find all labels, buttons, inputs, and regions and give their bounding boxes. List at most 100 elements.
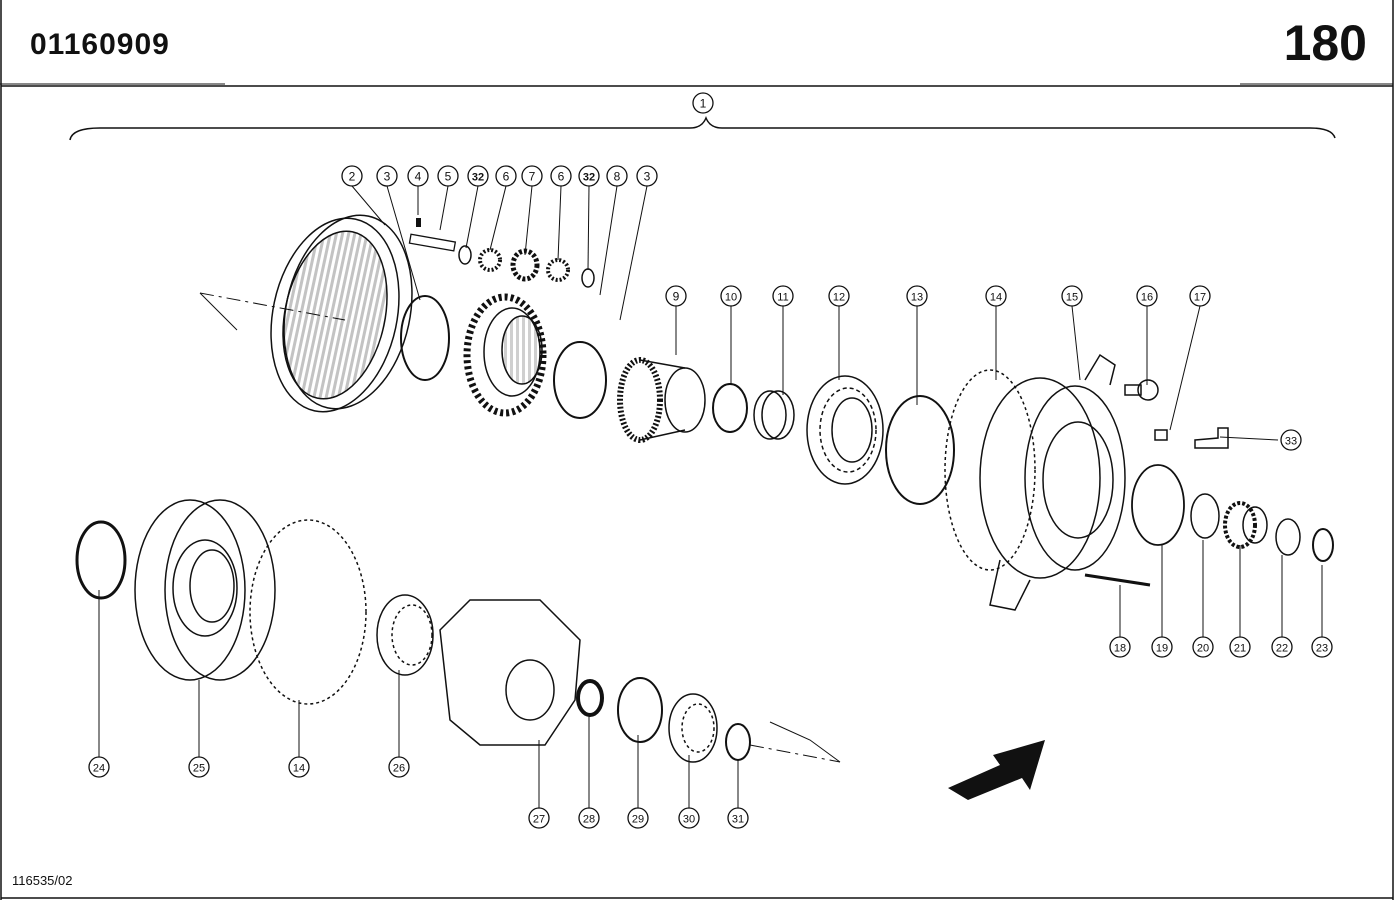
elbow-fitting (1194, 427, 1229, 449)
snap-ring (400, 295, 450, 381)
spacer-ring (576, 679, 604, 717)
callout-circle (1229, 636, 1251, 658)
ball-bearing (806, 375, 884, 485)
callout-number: 5 (445, 170, 452, 184)
callout-circle (1061, 285, 1083, 307)
callout-circle (985, 285, 1007, 307)
callout-number: 6 (503, 170, 510, 184)
hub-cover (134, 499, 276, 681)
oil-seal (75, 520, 127, 600)
callout-circle (521, 165, 543, 187)
callout-number: 14 (293, 763, 305, 775)
callout-circle (288, 756, 310, 778)
callout-number: 25 (193, 763, 205, 775)
callout-number: 18 (1114, 643, 1126, 655)
callout-11: 11 (772, 285, 794, 307)
needle-bearing-2 (546, 258, 570, 282)
callout-circle (578, 807, 600, 829)
callout-number: 29 (632, 814, 644, 826)
callout-6: 6 (495, 165, 517, 187)
callout-circle (1271, 636, 1293, 658)
callout-circle (665, 285, 687, 307)
callout-number: 9 (673, 290, 680, 304)
callout-30: 30 (678, 807, 700, 829)
callout-16: 16 (1136, 285, 1158, 307)
callout-circle (341, 165, 363, 187)
grub-screw (1154, 429, 1168, 441)
o-ring (712, 383, 748, 433)
end-circlip (725, 723, 751, 761)
sun-gear (463, 293, 547, 417)
callout-21: 21 (1229, 636, 1251, 658)
callout-circle (495, 165, 517, 187)
callout-number: 28 (583, 814, 595, 826)
callout-8: 8 (606, 165, 628, 187)
document-number: 01160909 (30, 28, 170, 61)
callout-circle (627, 807, 649, 829)
callout-circle (550, 165, 572, 187)
callout-number: 19 (1156, 643, 1168, 655)
callout-circle (578, 165, 600, 187)
callout-circle (772, 285, 794, 307)
callout-number: 6 (558, 170, 565, 184)
callout-number: 4 (415, 170, 422, 184)
callout-number: 13 (911, 292, 923, 304)
callout-number: 10 (725, 292, 737, 304)
callout-29: 29 (627, 807, 649, 829)
pin (408, 233, 457, 252)
callout-27: 27 (528, 807, 550, 829)
callout-13: 13 (906, 285, 928, 307)
callout-number: 17 (1194, 292, 1206, 304)
callout-31: 31 (727, 807, 749, 829)
callout-19: 19 (1151, 636, 1173, 658)
callout-number: 11 (777, 292, 788, 304)
callout-number: 32 (583, 172, 595, 184)
callout-number: 31 (732, 814, 744, 826)
bolt (1084, 573, 1151, 587)
callout-circle (678, 807, 700, 829)
callout-5: 5 (437, 165, 459, 187)
output-bearing (668, 693, 718, 763)
housing-gasket (944, 369, 1036, 571)
callout-23: 23 (1311, 636, 1333, 658)
planet-gear (510, 248, 540, 282)
callout-circle (1151, 636, 1173, 658)
callout-18: 18 (1109, 636, 1131, 658)
ring-gear (270, 214, 413, 413)
callout-number: 30 (683, 814, 695, 826)
callout-number: 26 (393, 763, 405, 775)
assembly-brace (69, 115, 1336, 141)
reference-code: 116535/02 (12, 873, 73, 888)
callout-26: 26 (388, 756, 410, 778)
callout-circle (188, 756, 210, 778)
callout-circle (88, 756, 110, 778)
callout-number: 33 (1285, 436, 1297, 448)
callout-number: 12 (833, 292, 845, 304)
callout-22: 22 (1271, 636, 1293, 658)
callout-25: 25 (188, 756, 210, 778)
callout-number: 1 (700, 97, 707, 111)
callout-number: 14 (990, 292, 1002, 304)
callout-number: 22 (1276, 643, 1288, 655)
retaining-ring (1312, 528, 1334, 562)
callout-2: 2 (341, 165, 363, 187)
callout-number: 27 (533, 814, 545, 826)
lock-ring (617, 677, 663, 743)
carrier-housing (439, 599, 581, 746)
callout-number: 7 (529, 170, 536, 184)
callout-32: 32 (578, 165, 600, 187)
roll-pin (416, 218, 421, 227)
circlip (553, 341, 607, 419)
callout-number: 2 (349, 170, 356, 184)
gasket-ring (885, 395, 955, 505)
callout-circle (1189, 285, 1211, 307)
callout-circle (407, 165, 429, 187)
needle-bearing-race (753, 390, 795, 440)
callout-17: 17 (1189, 285, 1211, 307)
callout-14: 14 (985, 285, 1007, 307)
shaft-seal (1131, 464, 1185, 546)
callout-number: 21 (1234, 643, 1246, 655)
callout-3: 3 (376, 165, 398, 187)
